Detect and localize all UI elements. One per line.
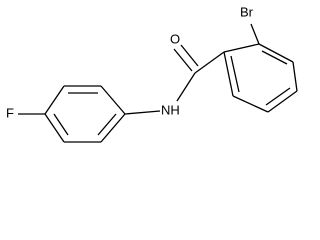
ring-a-double-2: [265, 87, 291, 106]
ring-a-bond-6: [223, 51, 234, 97]
amide-group: [124, 44, 225, 115]
fluorobenzene-ring: [44, 85, 126, 143]
carbonyl-double-bond-2: [180, 44, 199, 67]
ring-b-bond-1: [100, 85, 126, 115]
ring-a-bond-5: [232, 95, 269, 113]
ring-b-bond-6: [100, 113, 126, 143]
amide-nitrogen-label: NH: [161, 102, 180, 117]
ring-to-carbonyl-bond: [194, 51, 225, 74]
carbonyl-to-nitrogen-bond: [176, 72, 196, 102]
ring-a-bond-1: [223, 43, 260, 53]
ring-a-double-3: [230, 55, 240, 93]
fluorine-label: F: [6, 105, 14, 120]
bromobenzene-ring: [223, 43, 298, 113]
ring-b-double-3: [97, 113, 117, 136]
ring-a-double-1: [261, 50, 288, 65]
ring-b-bond-3: [44, 85, 65, 115]
nitrogen-to-ring-bond: [124, 110, 161, 115]
ring-a-bond-2: [258, 43, 294, 63]
ring-b-bond-4: [44, 113, 65, 143]
carbonyl-double-bond-1: [173, 48, 193, 72]
molecule-structure: Br O NH F: [6, 4, 298, 143]
carbon-bromine-bond: [250, 23, 260, 45]
ring-a-bond-4: [267, 90, 298, 113]
ring-b-double-2: [53, 113, 69, 136]
oxygen-label: O: [170, 31, 180, 46]
ring-a-bond-3: [292, 61, 298, 92]
bromine-label: Br: [240, 4, 254, 19]
